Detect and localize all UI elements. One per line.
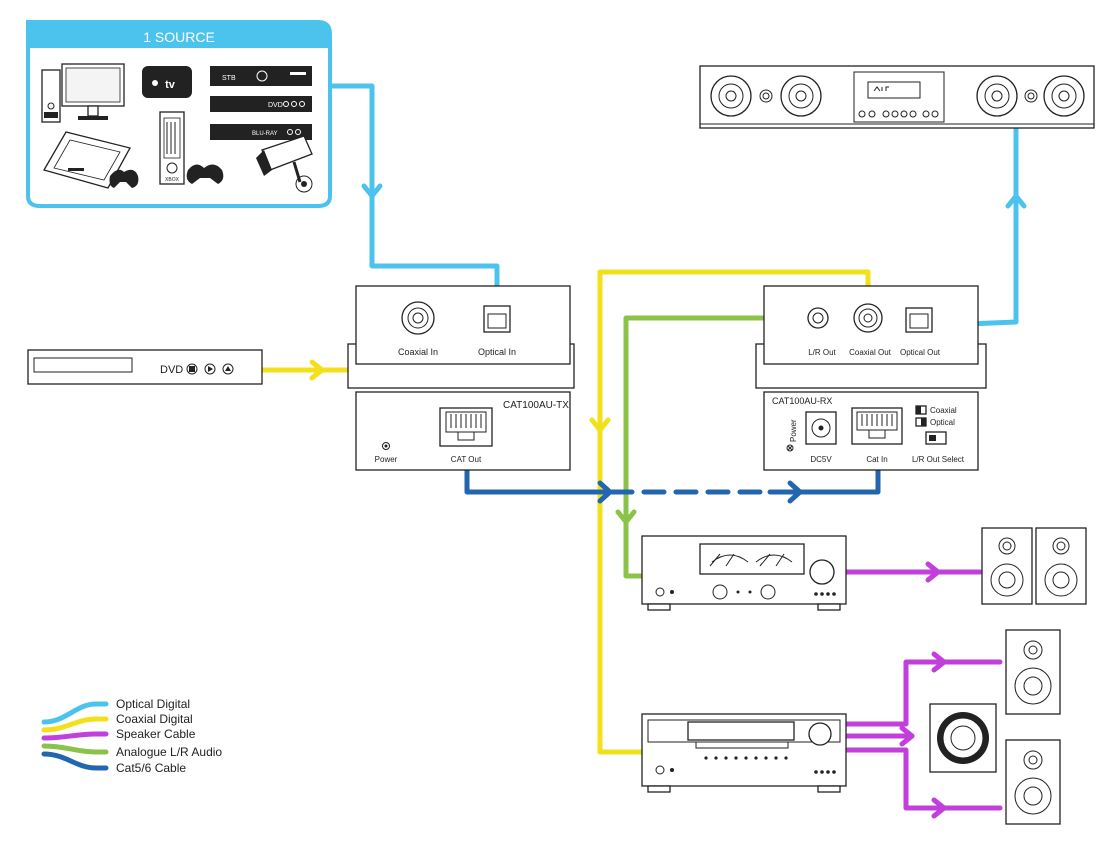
- dvd-icon: DVD: [210, 96, 312, 112]
- rx-cat-in-label: Cat In: [866, 455, 887, 464]
- dc-jack-icon: [805, 411, 837, 445]
- pc-tower-icon: [41, 69, 61, 123]
- tx-power-label: Power: [375, 455, 398, 464]
- rx-dc5v-label: DC5V: [810, 455, 832, 464]
- dvd-player: DVD: [27, 349, 263, 385]
- cctv-camera-icon: [256, 135, 313, 193]
- legend-label-speaker: Speaker Cable: [116, 727, 196, 741]
- subwoofer-icon: [929, 703, 997, 773]
- coaxial-arrow-receiver: [589, 417, 611, 433]
- cat-arrow-2: [787, 480, 803, 504]
- speaker-arrow-top: [931, 651, 947, 673]
- speaker-arrow-amp: [925, 561, 941, 583]
- legend-label-coaxial: Coaxial Digital: [116, 712, 193, 726]
- optical-port-icon: [483, 305, 511, 333]
- tx-coaxial-in-label: Coaxial In: [398, 347, 438, 357]
- bluray-icon: BLU-RAY: [210, 124, 312, 140]
- stb-icon: STB: [210, 66, 312, 86]
- speaker-arrow-mid: [899, 725, 915, 747]
- transmitter: Coaxial In Optical In CAT100AU-TX Power …: [347, 285, 575, 471]
- legend-label-cat: Cat5/6 Cable: [116, 761, 186, 775]
- legend-label-analogue: Analogue L/R Audio: [116, 745, 222, 759]
- bluray-label: BLU-RAY: [252, 131, 278, 137]
- source-title: 1 SOURCE: [143, 29, 215, 45]
- receiver: L/R Out Coaxial Out Optical Out CAT100AU…: [755, 285, 987, 471]
- rx-model-label: CAT100AU-RX: [772, 396, 832, 406]
- optical-arrow-source: [361, 183, 383, 199]
- speaker-cable-bottom: [843, 747, 1003, 811]
- legend-line-speaker: [41, 731, 109, 741]
- rj45-port-icon: [439, 407, 493, 447]
- xbox-label: XBOX: [165, 177, 180, 183]
- rx-switch-coaxial-label: Coaxial: [930, 406, 957, 415]
- playstation-icon: [43, 131, 139, 189]
- source-dvd-label: DVD: [268, 102, 283, 109]
- rx-coaxial-out-label: Coaxial Out: [849, 348, 892, 357]
- coaxial-jack-icon: [401, 301, 435, 335]
- tx-cat-out-label: CAT Out: [451, 455, 482, 464]
- xbox-icon: XBOX: [159, 111, 224, 185]
- apple-tv-label: tv: [165, 79, 176, 91]
- legend-line-optical: [41, 701, 109, 725]
- coaxial-arrow-dvd: [309, 359, 325, 381]
- coaxial-jack-icon: [853, 303, 883, 333]
- speaker-arrow-bottom: [931, 797, 947, 819]
- source-box: 1 SOURCE tv STB DVD: [26, 20, 332, 208]
- apple-tv-icon: tv: [142, 66, 192, 98]
- rx-optical-out-label: Optical Out: [900, 348, 941, 357]
- bookshelf-speaker-icon: [1005, 629, 1061, 715]
- bookshelf-speaker-icon: [1005, 739, 1061, 825]
- tx-optical-in-label: Optical In: [478, 347, 516, 357]
- legend-line-cat: [41, 751, 109, 771]
- legend-line-analogue: [41, 743, 109, 755]
- lr-out-jack-icon: [807, 307, 829, 329]
- optical-port-icon: [905, 307, 933, 333]
- stb-label: STB: [222, 75, 236, 82]
- speaker-cable-top: [843, 659, 1003, 727]
- soundbar-icon: [699, 65, 1095, 129]
- rx-power-label: Power: [789, 419, 798, 442]
- legend-label-optical: Optical Digital: [116, 697, 190, 711]
- dvd-player-label: DVD: [160, 364, 183, 376]
- rx-lr-out-select-label: L/R Out Select: [912, 455, 965, 464]
- optical-cable-source: [327, 83, 500, 321]
- optical-arrow-soundbar: [1005, 193, 1027, 209]
- bookshelf-speaker-icon: [981, 527, 1033, 605]
- cat-arrow-1: [597, 480, 613, 504]
- rx-lr-out-label: L/R Out: [808, 348, 836, 357]
- legend-line-coaxial: [41, 716, 109, 733]
- lr-out-select-switch: [925, 431, 947, 445]
- analogue-cable-amp: [623, 315, 821, 579]
- bookshelf-speaker-icon: [1035, 527, 1087, 605]
- amplifier-icon: [641, 535, 847, 611]
- monitor-icon: [61, 63, 125, 120]
- analogue-arrow-amp: [615, 509, 637, 525]
- tx-model-label: CAT100AU-TX: [503, 400, 569, 411]
- av-receiver-icon: [641, 713, 847, 793]
- legend: Optical Digital Coaxial Digital Speaker …: [41, 697, 222, 775]
- rx-switch-optical-label: Optical: [930, 418, 955, 427]
- rj45-port-icon: [851, 407, 903, 445]
